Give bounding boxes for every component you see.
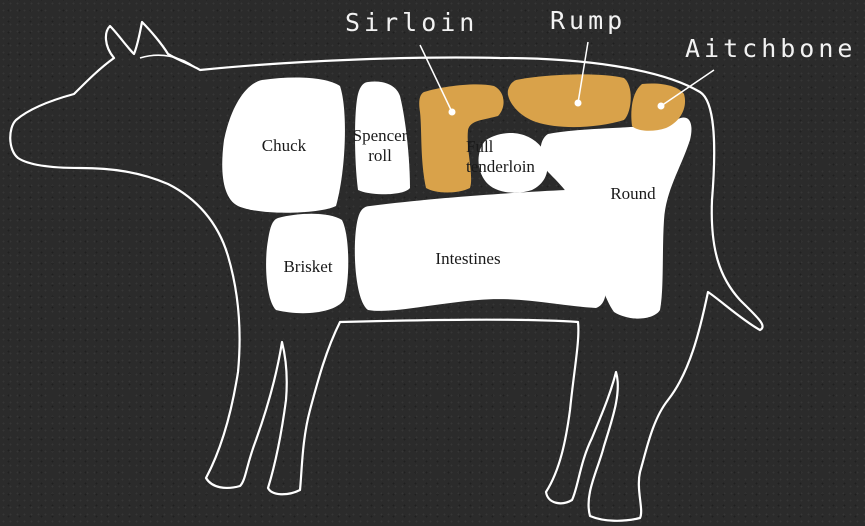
cut-rump [508, 74, 631, 127]
label-spencer-roll: Spencer roll [342, 126, 418, 166]
ear-detail [140, 55, 196, 68]
callout-sirloin: Sirloin [345, 8, 478, 37]
label-full-tenderloin: Full tenderloin [466, 137, 552, 177]
sirloin-leader-dot [449, 109, 456, 116]
label-intestines: Intestines [418, 249, 518, 269]
callout-aitchbone: Aitchbone [685, 34, 856, 63]
aitchbone-leader-dot [658, 103, 665, 110]
label-brisket: Brisket [270, 257, 346, 277]
rump-leader-dot [575, 100, 582, 107]
label-round: Round [592, 184, 674, 204]
label-chuck: Chuck [246, 136, 322, 156]
callout-rump: Rump [550, 6, 626, 35]
